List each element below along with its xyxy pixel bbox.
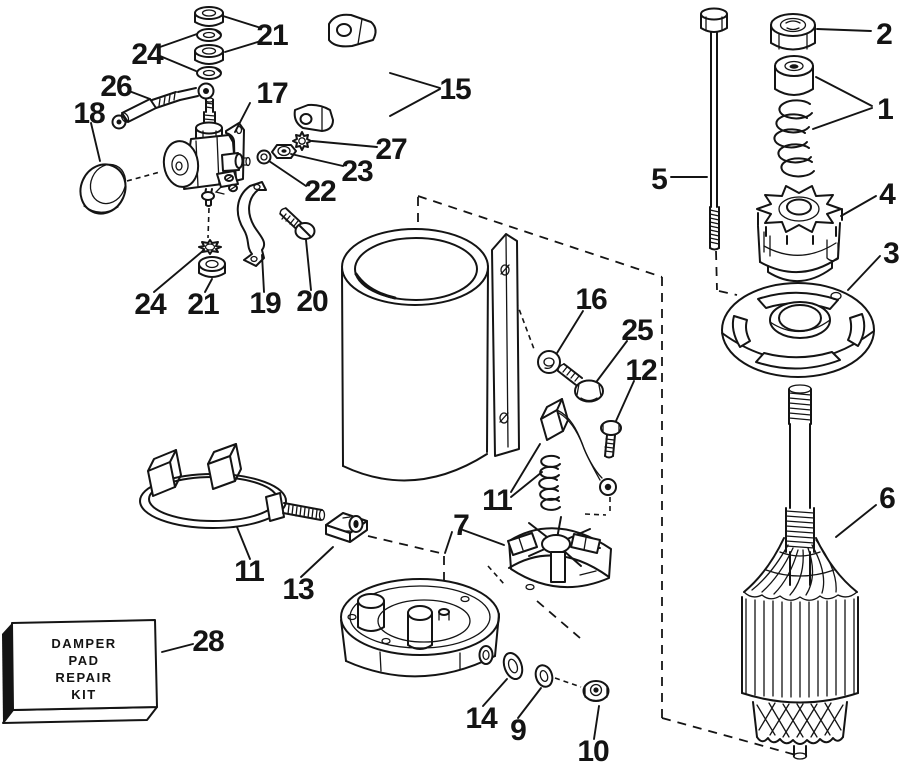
washer-14	[502, 651, 524, 681]
callout-12: 12	[625, 354, 657, 387]
rubber-boot-18	[79, 163, 127, 215]
cable-strap-15	[293, 13, 391, 132]
callout-20: 20	[296, 285, 328, 318]
callout-22: 22	[304, 175, 336, 208]
through-bolt-5	[700, 7, 728, 251]
screw-25	[557, 363, 604, 403]
pinion-nut-2	[770, 13, 816, 51]
callout-16: 16	[575, 283, 607, 316]
top-fastener-stack	[194, 6, 224, 80]
callout-5: 5	[651, 163, 667, 196]
pinion-gear-4	[756, 185, 843, 283]
kit-box-line-3: REPAIR	[55, 670, 112, 685]
brush-and-spring-11	[538, 398, 617, 511]
bottom-fasteners-24-21	[198, 239, 226, 278]
callout-2: 2	[876, 18, 892, 51]
callout-10: 10	[577, 735, 609, 768]
leader-lines	[90, 15, 881, 740]
solenoid-17	[162, 97, 251, 207]
callout-25: 25	[621, 314, 653, 347]
kit-box-line-4: KIT	[71, 687, 96, 702]
kit-box-line-1: DAMPER	[51, 636, 116, 651]
kit-box-line-2: PAD	[69, 653, 100, 668]
motor-housing	[341, 228, 520, 482]
spacer-plate-3	[721, 282, 875, 378]
callout-7: 7	[453, 509, 469, 542]
screw-12	[600, 420, 622, 459]
callout-1: 1	[877, 93, 893, 126]
hex-nut-23	[271, 144, 297, 159]
assembly-dashed-lines	[126, 171, 797, 756]
callout-27: 27	[375, 133, 407, 166]
callout-3: 3	[883, 237, 899, 270]
callout-24-bottom: 24	[134, 288, 167, 321]
callout-13: 13	[282, 573, 314, 606]
callout-11-left: 11	[234, 555, 264, 588]
callout-6: 6	[879, 482, 895, 515]
callout-14: 14	[465, 702, 498, 735]
washer-9	[534, 664, 554, 688]
callout-21-bottom: 21	[187, 288, 219, 321]
washer-16	[537, 350, 561, 374]
end-cap-7	[340, 578, 500, 678]
callout-17: 17	[256, 77, 288, 110]
terminal-link-26	[111, 82, 215, 130]
bracket-strap-19	[236, 181, 267, 267]
armature-6	[741, 384, 859, 760]
callout-9: 9	[510, 714, 526, 747]
brush-ring-set-11	[139, 443, 326, 529]
callout-26: 26	[100, 70, 132, 103]
star-washer-27	[292, 131, 312, 151]
callout-24-top: 24	[131, 38, 164, 71]
callout-15: 15	[439, 73, 471, 106]
callout-4: 4	[879, 178, 896, 211]
callout-23: 23	[341, 155, 373, 188]
callout-18: 18	[73, 97, 105, 130]
callout-21-top: 21	[256, 19, 288, 52]
damper-pad-repair-kit-box: DAMPER PAD REPAIR KIT	[2, 619, 158, 724]
clamp-13	[325, 512, 368, 543]
callout-28: 28	[192, 625, 224, 658]
washer-22	[256, 149, 272, 165]
spacer-and-spring-1	[773, 55, 815, 178]
brush-plate-7	[507, 516, 612, 591]
callout-11-center: 11	[482, 484, 512, 517]
screw-20	[279, 207, 316, 240]
callout-labels: 21 24 26 17 18 15 27 23 22 2 1 5 4 3 16 …	[73, 18, 900, 768]
callout-19: 19	[249, 287, 281, 320]
nut-10	[582, 680, 610, 702]
